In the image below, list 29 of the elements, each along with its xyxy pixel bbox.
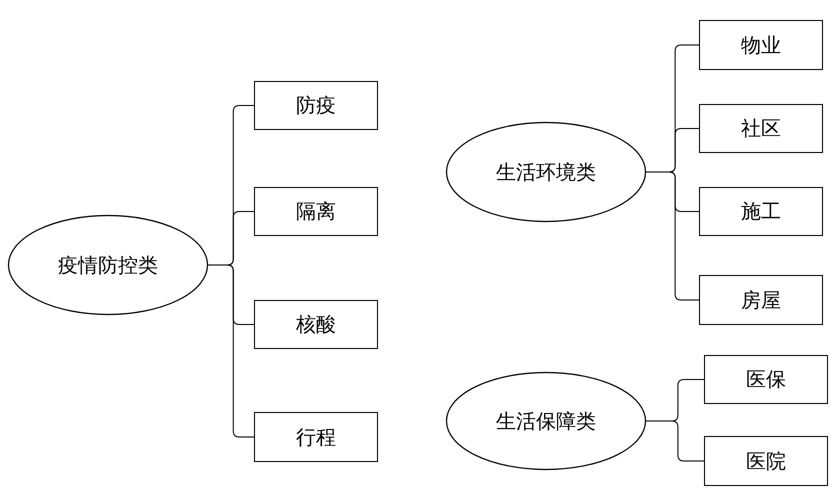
- node-label: 施工: [741, 198, 781, 225]
- node-label: 生活保障类: [496, 408, 596, 434]
- category-ellipse: [446, 372, 646, 470]
- item-box: [254, 300, 378, 349]
- item-box: [699, 104, 823, 153]
- node-label: 疫情防控类: [58, 252, 158, 278]
- node-label: 隔离: [296, 198, 336, 225]
- item-box: [704, 355, 828, 404]
- item-box: [254, 412, 378, 462]
- category-ellipse: [8, 215, 208, 315]
- node-label: 生活环境类: [496, 158, 596, 186]
- node-label: 核酸: [296, 311, 336, 338]
- item-box: [699, 187, 823, 236]
- item-box: [704, 436, 828, 486]
- item-box: [699, 20, 823, 70]
- node-label: 物业: [741, 32, 781, 58]
- connector-line: [208, 264, 254, 438]
- node-label: 医院: [746, 448, 786, 474]
- node-label: 社区: [741, 115, 781, 142]
- node-label: 房屋: [741, 286, 781, 314]
- node-label: 行程: [296, 424, 336, 450]
- category-ellipse: [446, 122, 646, 222]
- node-label: 医保: [746, 366, 786, 393]
- connector-line: [646, 420, 704, 462]
- connector-line: [646, 172, 700, 300]
- node-label: 防疫: [296, 92, 336, 119]
- item-box: [699, 275, 823, 325]
- item-box: [254, 187, 378, 236]
- item-box: [254, 81, 378, 130]
